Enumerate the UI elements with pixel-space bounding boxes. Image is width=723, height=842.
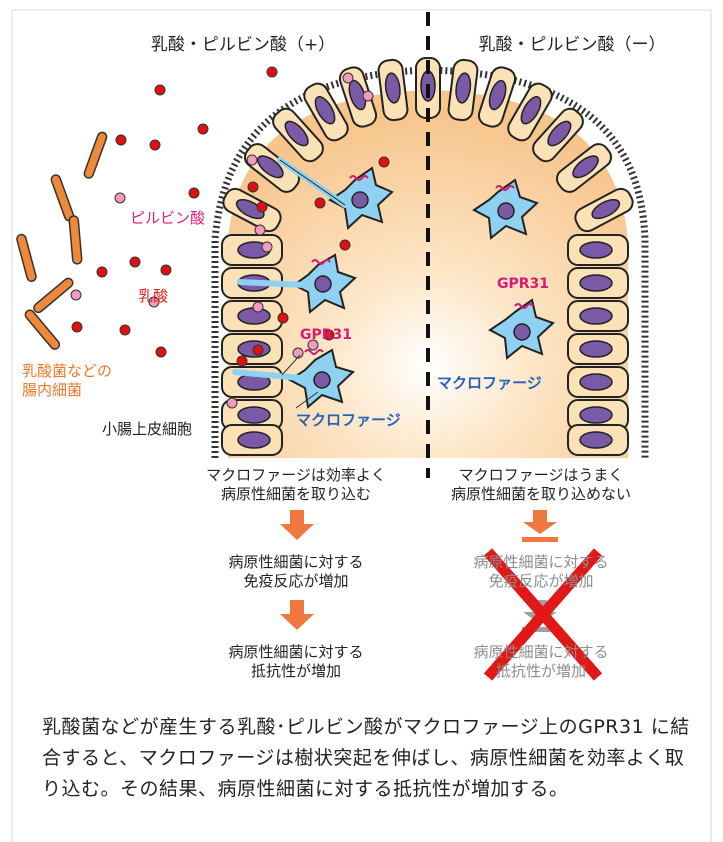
left-step3-line2: 抵抗性が増加 — [251, 662, 341, 681]
macrophage-left-label: マクロファージ — [296, 409, 401, 430]
right-step3-line1: 病原性細菌に対する — [473, 643, 608, 662]
right-step3-line2: 抵抗性が増加 — [496, 662, 586, 681]
right-step1-line1: マクロファージはうまく — [459, 466, 624, 485]
left-step3-line1: 病原性細菌に対する — [228, 643, 363, 662]
left-step1-line2: 病原性細菌を取り込む — [221, 485, 371, 504]
gpr31-left-label: GPR31 — [300, 327, 352, 343]
epithelial-label: 小腸上皮細胞 — [102, 418, 192, 439]
macrophage-right-label: マクロファージ — [437, 372, 542, 393]
right-step2-line1: 病原性細菌に対する — [473, 553, 608, 572]
right-step2-line2: 免疫反応が増加 — [488, 572, 593, 591]
gut-bacteria — [16, 131, 108, 351]
left-step2-line1: 病原性細菌に対する — [228, 553, 363, 572]
left-step1-line1: マクロファージは効率よく — [206, 466, 386, 485]
epithelial-cells-right — [568, 235, 628, 455]
left-step2-line2: 免疫反応が増加 — [243, 572, 348, 591]
bacteria-label-line1: 乳酸菌などの — [22, 362, 112, 381]
gpr31-right-label: GPR31 — [497, 276, 549, 292]
figure-caption: 乳酸菌などが産生する乳酸･ピルビン酸がマクロファージ上のGPR31 に結合すると… — [42, 712, 692, 805]
right-condition-title: 乳酸・ピルビン酸（ー） — [479, 30, 666, 55]
pyruvate-label: ピルビン酸 — [130, 207, 205, 228]
bacteria-label-line2: 腸内細菌 — [22, 381, 82, 400]
left-condition-title: 乳酸・ピルビン酸（+） — [151, 30, 335, 55]
right-step1-line2: 病原性細菌を取り込めない — [451, 485, 631, 504]
epithelial-cells-left — [222, 235, 282, 455]
lactate-label: 乳酸 — [138, 285, 168, 306]
